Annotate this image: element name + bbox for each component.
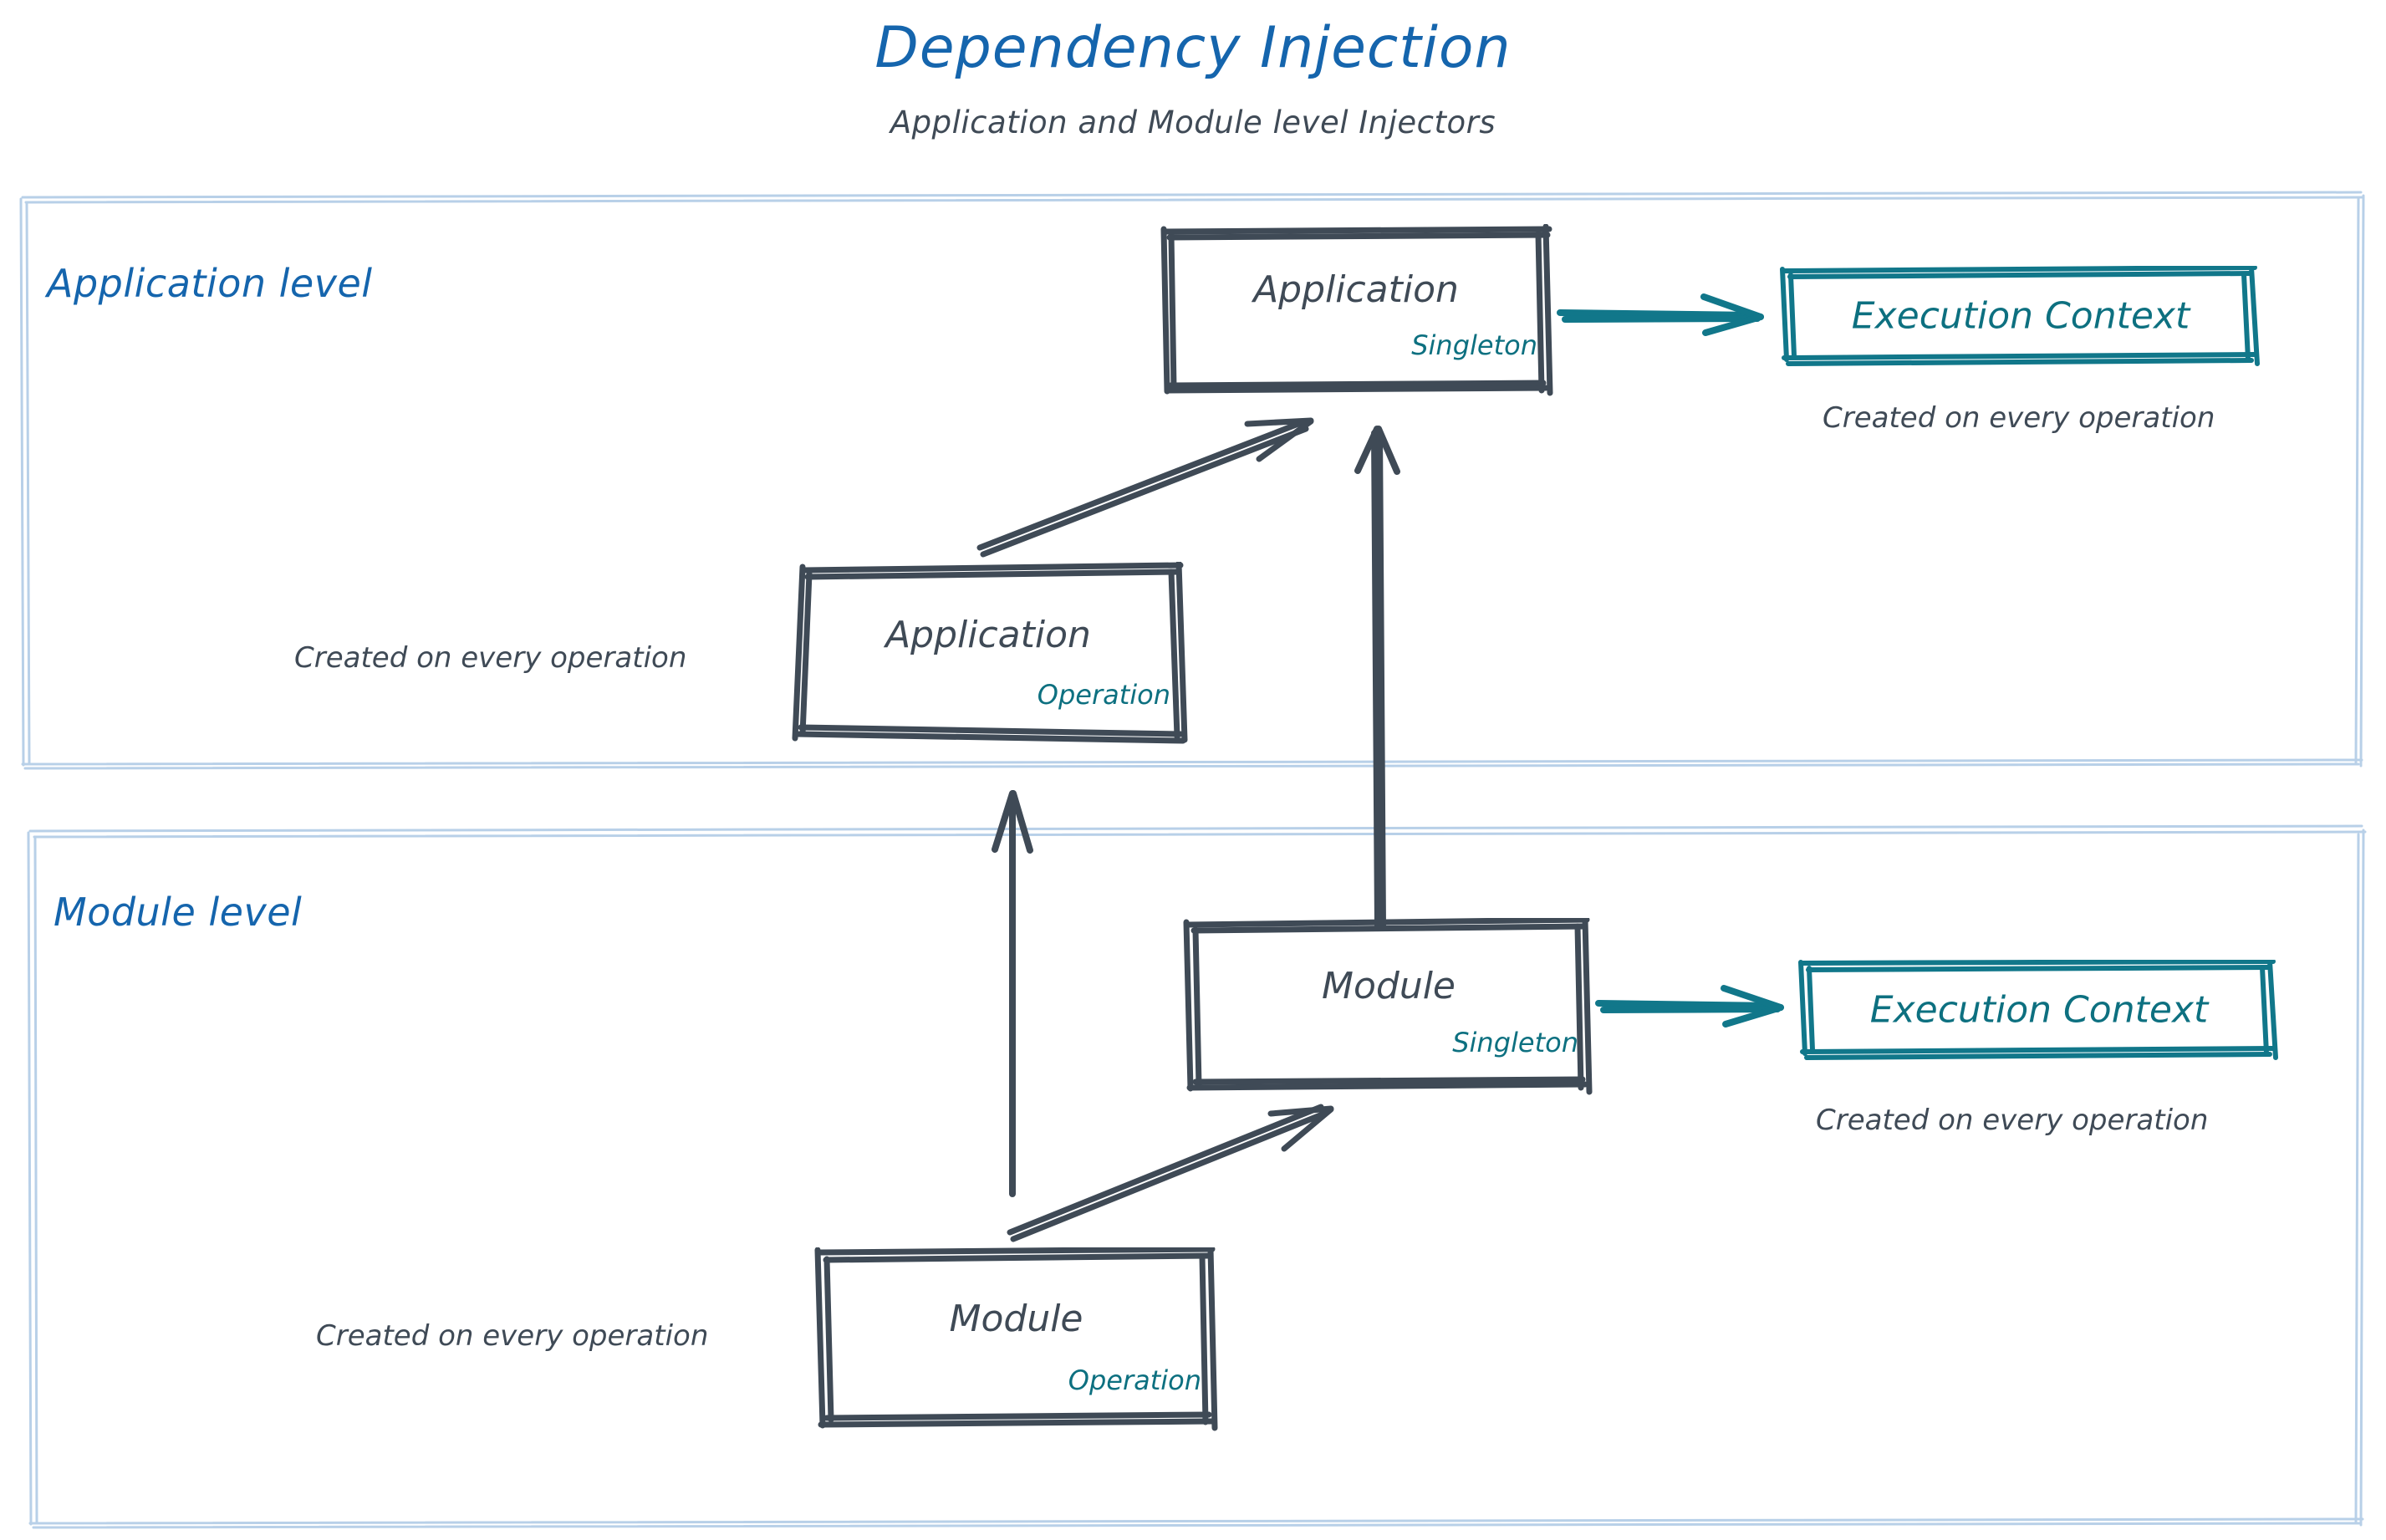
- node-application-singleton[interactable]: Application Singleton: [1156, 224, 1556, 396]
- node-application-operation[interactable]: Application Operation: [788, 562, 1189, 746]
- module-execution-context-note: Created on every operation: [1816, 1104, 2209, 1137]
- application-operation-note: Created on every operation: [294, 641, 687, 675]
- page-title: Dependency Injection: [874, 15, 1512, 81]
- node-module-execution-context[interactable]: Execution Context: [1797, 960, 2281, 1060]
- module-level-label: Module level: [54, 890, 303, 935]
- module-operation-note: Created on every operation: [316, 1319, 709, 1353]
- application-singleton-scope: Singleton: [1411, 329, 1537, 361]
- application-execution-context-title: Execution Context: [1851, 294, 2190, 338]
- node-application-execution-context[interactable]: Execution Context: [1778, 266, 2263, 366]
- module-singleton-title: Module: [1322, 965, 1456, 1007]
- application-level-frame: [19, 191, 2365, 770]
- module-operation-scope: Operation: [1068, 1364, 1201, 1396]
- page-subtitle: Application and Module level Injectors: [890, 105, 1496, 140]
- node-module-singleton[interactable]: Module Singleton: [1180, 918, 1597, 1095]
- application-level-label: Application level: [47, 261, 373, 306]
- application-execution-context-frame: [1780, 266, 2260, 366]
- application-operation-scope: Operation: [1037, 679, 1170, 711]
- module-execution-context-frame: [1798, 960, 2278, 1060]
- module-execution-context-title: Execution Context: [1869, 988, 2209, 1032]
- application-level-container: Application level: [15, 186, 2368, 771]
- module-singleton-frame: [1183, 918, 1593, 1095]
- module-operation-title: Module: [949, 1298, 1083, 1340]
- application-singleton-title: Application: [1253, 268, 1459, 311]
- application-operation-title: Application: [885, 614, 1091, 656]
- node-module-operation[interactable]: Module Operation: [813, 1247, 1220, 1433]
- module-level-frame: [27, 824, 2367, 1529]
- application-operation-frame: [792, 562, 1188, 744]
- application-execution-context-note: Created on every operation: [1823, 401, 2215, 435]
- module-operation-frame: [814, 1247, 1218, 1431]
- module-singleton-scope: Singleton: [1452, 1027, 1578, 1058]
- application-singleton-frame: [1160, 224, 1553, 396]
